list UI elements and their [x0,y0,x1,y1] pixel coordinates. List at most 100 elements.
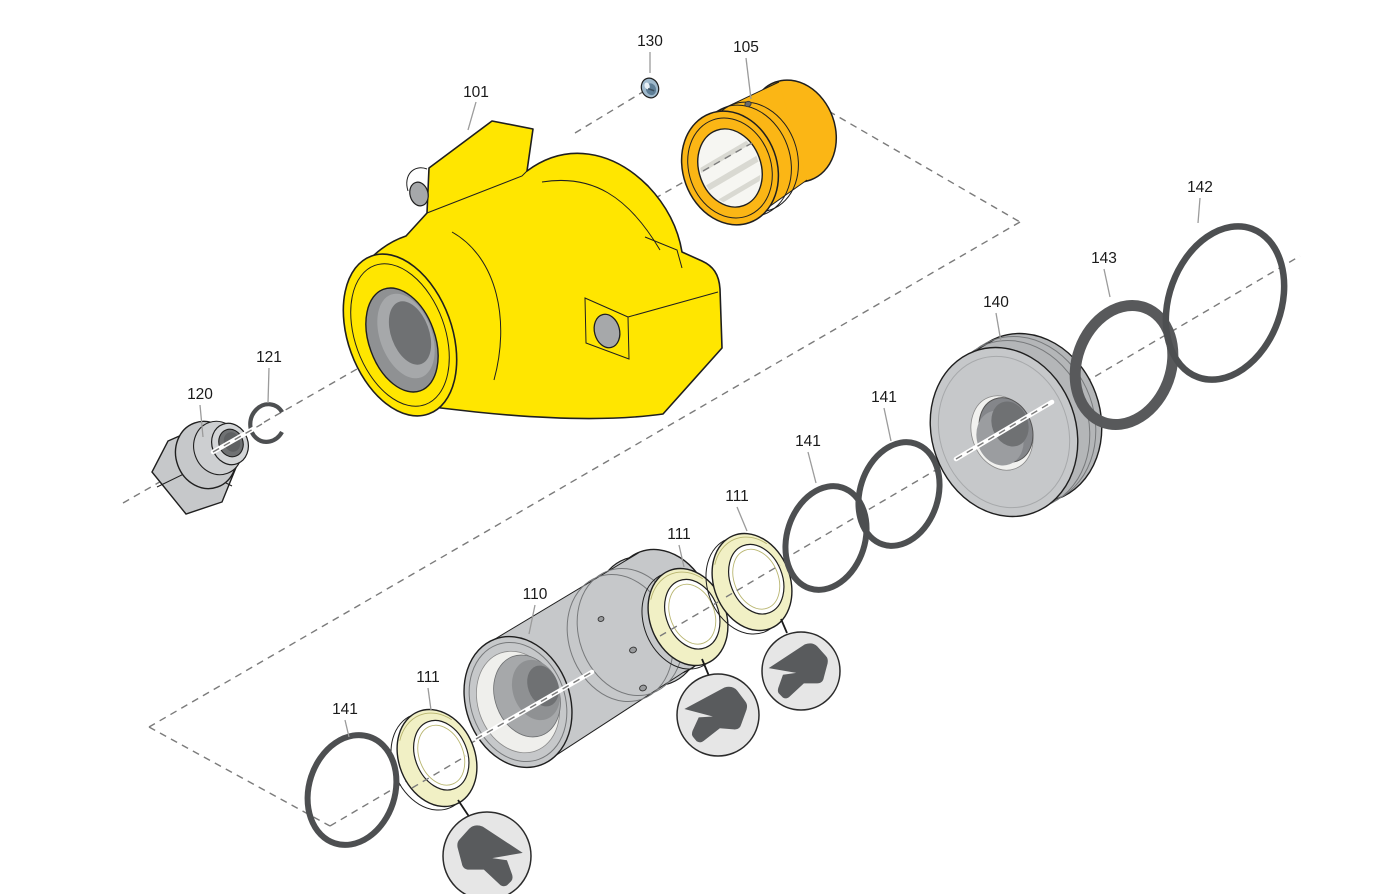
u-cup-profile [768,643,828,699]
callout-leader [736,506,748,532]
housing-left-lug-hole [409,181,429,207]
callout-leader [528,604,536,635]
gland-setscrew-hole [744,100,752,108]
callout-leader [267,367,270,404]
callout-111-b: 111 [667,526,691,568]
callouts: 101 130 105 142 143 140 141 141 [187,33,1213,738]
callout-leader [1197,197,1201,224]
callout-111-a: 111 [416,669,440,711]
callout-leader [1103,268,1111,298]
callout-leader [199,404,204,438]
axis-highlights [210,142,1055,789]
seal-c-hole-dash [725,564,781,598]
housing-shoulder-contour [451,231,502,381]
housing-foot-face [584,297,630,360]
callout-141-b: 141 [795,433,821,484]
callout-label: 101 [463,84,489,101]
part-101-housing [342,120,723,420]
callout-140: 140 [983,294,1009,343]
callout-leader [745,57,752,100]
callout-141-c: 141 [871,389,897,442]
part-142-oring [1162,223,1288,383]
callout-105: 105 [733,39,759,100]
callout-label: 111 [667,526,691,543]
callout-label: 142 [1187,179,1213,196]
part-141-oring-c [855,439,943,549]
head-face-ring [937,355,1071,509]
screw-glint [644,82,650,90]
piston-bore-dash [475,671,593,740]
callout-label: 105 [733,39,759,56]
callout-label: 111 [725,488,749,505]
seal-detail-a [442,799,532,894]
jog-left-centerline [148,726,331,827]
seal-b-hole-dash [659,601,719,637]
piston-hole-1 [597,616,605,622]
screw-slot [647,87,655,92]
callout-leader [678,544,685,568]
callout-143: 143 [1091,250,1117,298]
part-143-backup-ring [1069,299,1179,431]
gland-bore-dash [702,142,753,172]
part-141-oring-a [304,732,400,848]
callout-label: 111 [416,669,440,686]
callout-120: 120 [187,386,213,438]
head-hole-dash [955,401,1053,460]
housing-hump-contour [541,179,661,251]
callout-label: 121 [256,349,282,366]
housing-left-lug [406,167,428,192]
gland-chamfer-ring [687,117,773,219]
callout-110: 110 [523,586,548,635]
callout-leader [883,407,892,442]
housing-face-ring [350,263,450,407]
callout-leader [995,312,1002,343]
part-120-plug [151,420,249,515]
housing-pad-edge [426,169,529,214]
detail-leader [701,658,710,677]
part-130-screw [640,77,660,99]
callout-leader [344,719,350,738]
detail-leader [780,618,788,634]
seal-crease [650,571,703,600]
seal-a-hole-dash [411,755,467,789]
callout-leader [427,687,432,711]
seal-hole [728,543,785,615]
callout-101: 101 [463,84,489,131]
plug-axis-dash [212,423,263,453]
piston-hole-2 [629,646,637,654]
callout-leader [467,101,477,131]
housing-bore-inner [388,301,432,365]
piston-bottom-edge [540,671,685,766]
detail-leader [457,799,471,819]
seal-crease [714,536,767,565]
callout-label: 141 [332,701,358,718]
part-141-oring-b [782,483,870,593]
housing-notch-contour [644,236,683,269]
return-centerline [148,221,1021,728]
callout-111-c: 111 [725,488,749,532]
part-111-seal-c [705,532,793,635]
housing-foot-hole [593,313,621,349]
callout-label: 143 [1091,250,1117,267]
piston-hole-3 [639,684,647,692]
snap-ring-arc [248,402,284,444]
piston-chamfer [468,641,568,763]
seal-hole [413,719,470,791]
jog-right-centerline [817,104,1021,223]
callout-label: 141 [795,433,821,450]
callout-130: 130 [637,33,663,73]
callout-141-a: 141 [332,701,358,738]
housing-foot-top-edge [627,291,719,318]
callout-label: 130 [637,33,663,50]
seal-hole [664,578,721,650]
u-cup-profile [684,686,748,743]
screw-axis-centerline [574,89,647,134]
callout-label: 141 [871,389,897,406]
callout-121: 121 [256,349,282,404]
u-cup-profile [457,825,523,887]
callout-142: 142 [1187,179,1213,224]
seal-crease [399,712,452,741]
callout-label: 120 [187,386,213,403]
callout-label: 140 [983,294,1009,311]
